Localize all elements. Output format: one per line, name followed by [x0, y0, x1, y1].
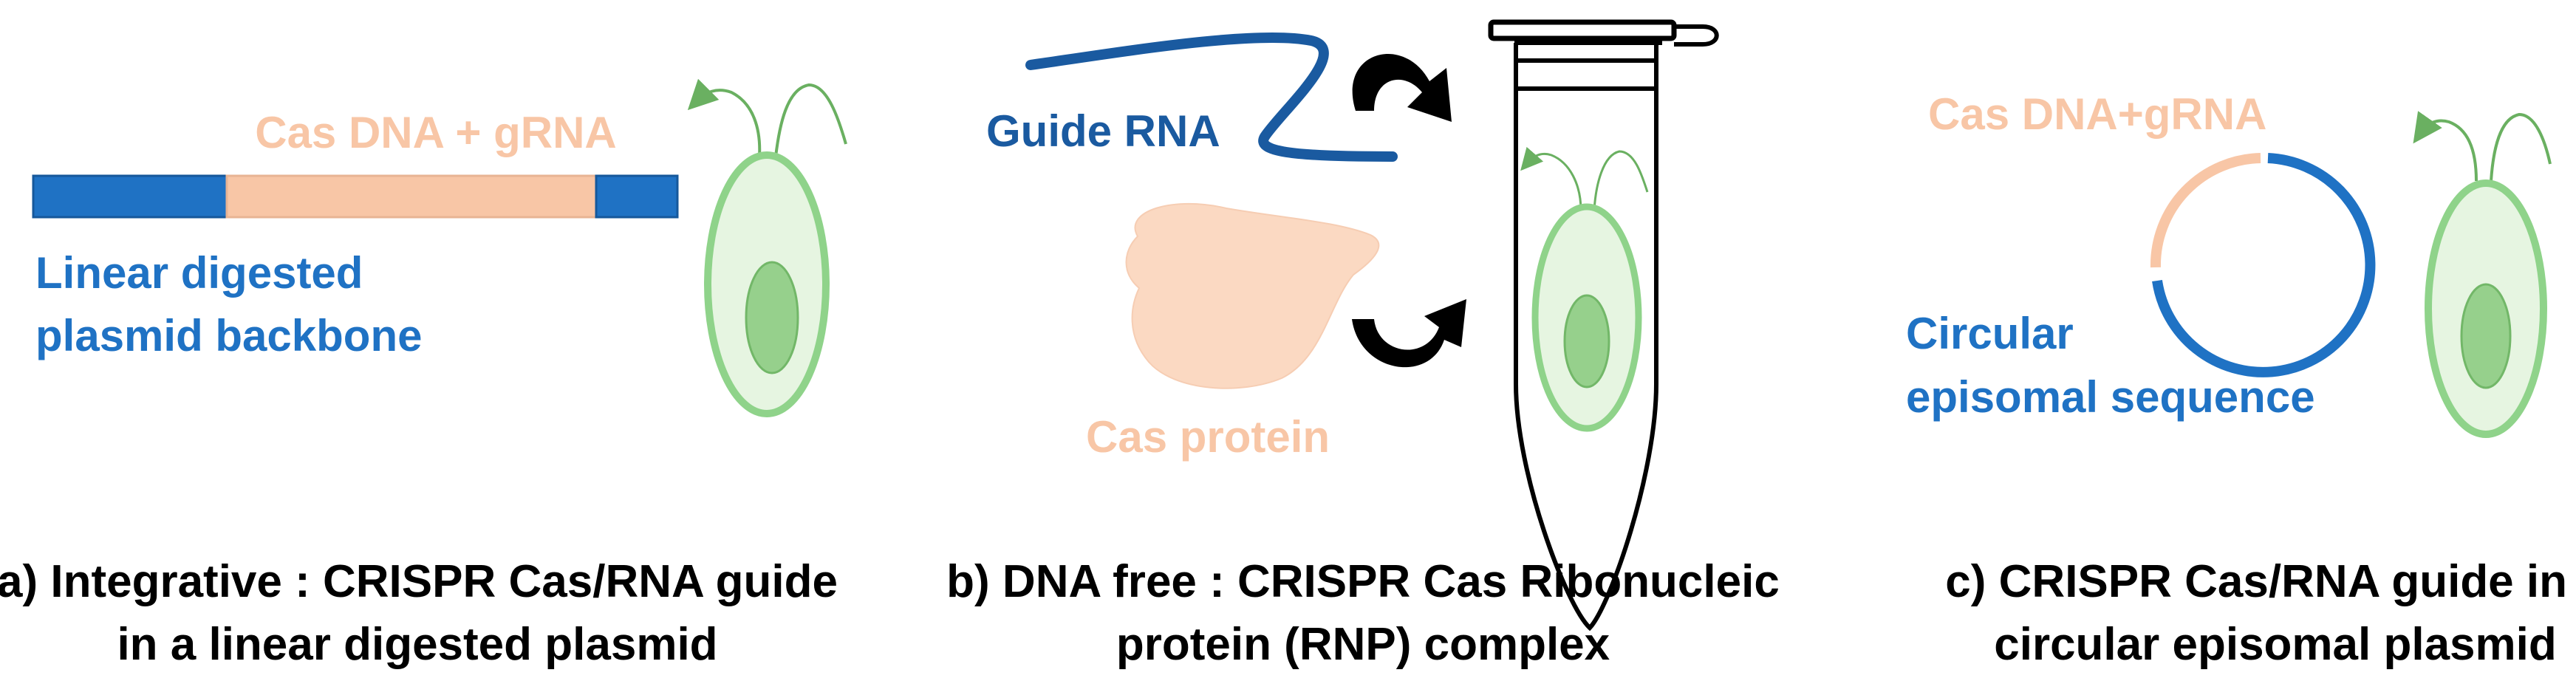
nucleus [1563, 294, 1610, 389]
episome-label-line2: episomal sequence [1906, 372, 2315, 422]
algae-cell-b [1520, 146, 1649, 432]
panel-a-caption-line2: in a linear digested plasmid [117, 619, 717, 670]
panel-c: Cas DNA+gRNA Circular episomal sequence … [1906, 89, 2576, 670]
guide-rna-label: Guide RNA [986, 106, 1220, 156]
cas-protein-label: Cas protein [1086, 412, 1330, 462]
nucleus [745, 261, 799, 374]
guide-rna-strand [1025, 32, 1398, 162]
circular-plasmid-backbone-arc [2152, 153, 2376, 377]
panel-c-insert-label: Cas DNA+gRNA [1928, 89, 2266, 139]
panel-a-insert-label: Cas DNA + gRNA [255, 108, 617, 157]
flagellum-right [2490, 112, 2552, 182]
arrow-upper [1352, 53, 1452, 122]
arrow-lower [1352, 299, 1466, 368]
panel-c-caption-line2: circular episomal plasmid [1994, 619, 2557, 670]
linear-plasmid [32, 174, 679, 219]
cas-protein-blob [1125, 202, 1380, 389]
backbone-label-line2: plasmid backbone [35, 311, 422, 360]
backbone-left-segment [32, 174, 228, 219]
microcentrifuge-tube [1488, 19, 1719, 632]
backbone-label-line1: Linear digested [35, 248, 363, 298]
tube-cap [1488, 19, 1677, 41]
panel-a: Cas DNA + gRNA Linear digested plasmid b… [0, 78, 847, 670]
tube-collar [1514, 58, 1658, 91]
flagellum-left [687, 78, 762, 157]
flagellum-left [2413, 111, 2478, 182]
algae-cell-c [2413, 111, 2552, 438]
flagellum-right [774, 83, 847, 157]
flagellum-left [1520, 146, 1582, 211]
backbone-right-segment [595, 174, 679, 219]
panel-b-caption-line2: protein (RNP) complex [1116, 619, 1610, 670]
circular-plasmid [2150, 153, 2376, 377]
insert-segment [225, 174, 598, 219]
nucleus [2460, 283, 2512, 389]
episome-label-line1: Circular [1906, 309, 2074, 358]
flagellum-right [1593, 150, 1649, 211]
panel-b-caption-line1: b) DNA free : CRISPR Cas Ribonucleic [946, 556, 1780, 607]
panel-a-caption-line1: a) Integrative : CRISPR Cas/RNA guide [0, 556, 838, 607]
algae-cell-a [687, 78, 847, 417]
panel-b: Guide RNA Cas protein b) DNA free : CRIS… [946, 19, 1780, 670]
tube-cap-hinge [1674, 24, 1719, 47]
tube-body [1514, 43, 1658, 632]
circular-plasmid-insert-arc [2150, 153, 2261, 268]
panel-c-caption-line1: c) CRISPR Cas/RNA guide in a [1945, 556, 2576, 607]
